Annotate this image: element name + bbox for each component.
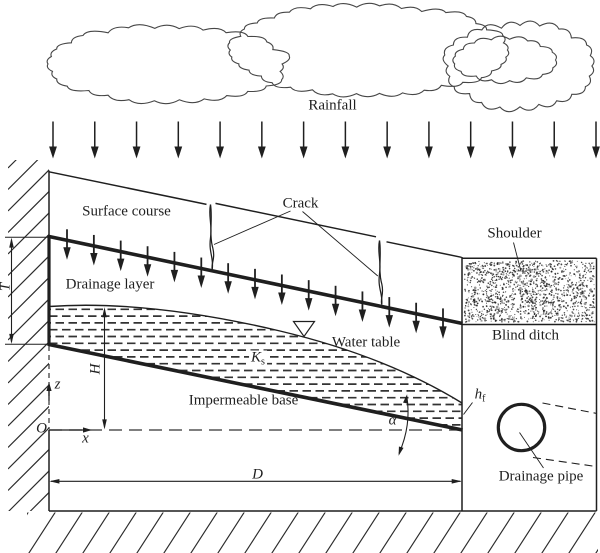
crack-2: [378, 240, 384, 305]
z-axis-symbol: z: [54, 376, 61, 393]
dimension-H: [102, 307, 107, 430]
shoulder-label: Shoulder: [487, 225, 542, 241]
shoulder-leader: [513, 242, 522, 272]
leader-lines: [213, 210, 544, 469]
crack-1: [209, 204, 215, 270]
crack-leader-right: [302, 211, 379, 277]
surface-course-label: Surface course: [82, 203, 171, 220]
cloud-outline: [452, 35, 558, 85]
rain-clouds: [46, 2, 595, 113]
coordinate-axes: [46, 382, 92, 433]
water-table-symbol: [292, 320, 316, 338]
blind-ditch-label: Blind ditch: [491, 327, 560, 343]
width-D-symbol: D: [252, 466, 263, 482]
hf-leader: [463, 402, 473, 415]
impermeable-base-line: [48, 342, 463, 432]
dimension-T: [5, 236, 49, 345]
cloud-outline: [227, 2, 510, 98]
conductivity-symbol: Ks: [249, 349, 267, 367]
infiltration-arrow-group: [63, 229, 447, 339]
ground-hatch: [27, 512, 598, 553]
cloud-outline: [442, 20, 595, 113]
cloud-outline: [46, 24, 291, 105]
x-axis-symbol: x: [82, 430, 89, 447]
outlet-head-symbol: hf: [474, 386, 486, 404]
pipe-outflow-dash-bottom: [532, 456, 597, 468]
impermeable-base-label: Impermeable base: [188, 392, 299, 409]
crack-label: Crack: [282, 195, 319, 211]
alpha-angle-arc: [398, 394, 409, 456]
alpha-symbol: α: [388, 412, 397, 428]
thickness-T-symbol: T: [0, 282, 14, 290]
water-table-curve: [48, 304, 463, 404]
dimension-D: [49, 478, 462, 484]
shoulder-stipple: [463, 259, 596, 323]
water-table-label: Water table: [331, 334, 401, 350]
origin-O-symbol: O: [36, 420, 47, 436]
head-H-symbol: H: [87, 363, 103, 374]
drainage-pipe-leader: [519, 432, 544, 469]
drainage-pipe: [496, 402, 598, 468]
left-wall-hatch: [8, 160, 49, 511]
rain-arrow-group: [49, 121, 600, 159]
pavement-structure: [48, 170, 598, 512]
rainfall-label: Rainfall: [308, 97, 357, 114]
drainage-layer-label: Drainage layer: [65, 276, 155, 292]
crack-leader-left: [213, 210, 291, 245]
drainage-pipe-circle: [496, 402, 547, 453]
pipe-outflow-dash-top: [542, 402, 598, 415]
drainage-pipe-label: Drainage pipe: [498, 468, 584, 484]
